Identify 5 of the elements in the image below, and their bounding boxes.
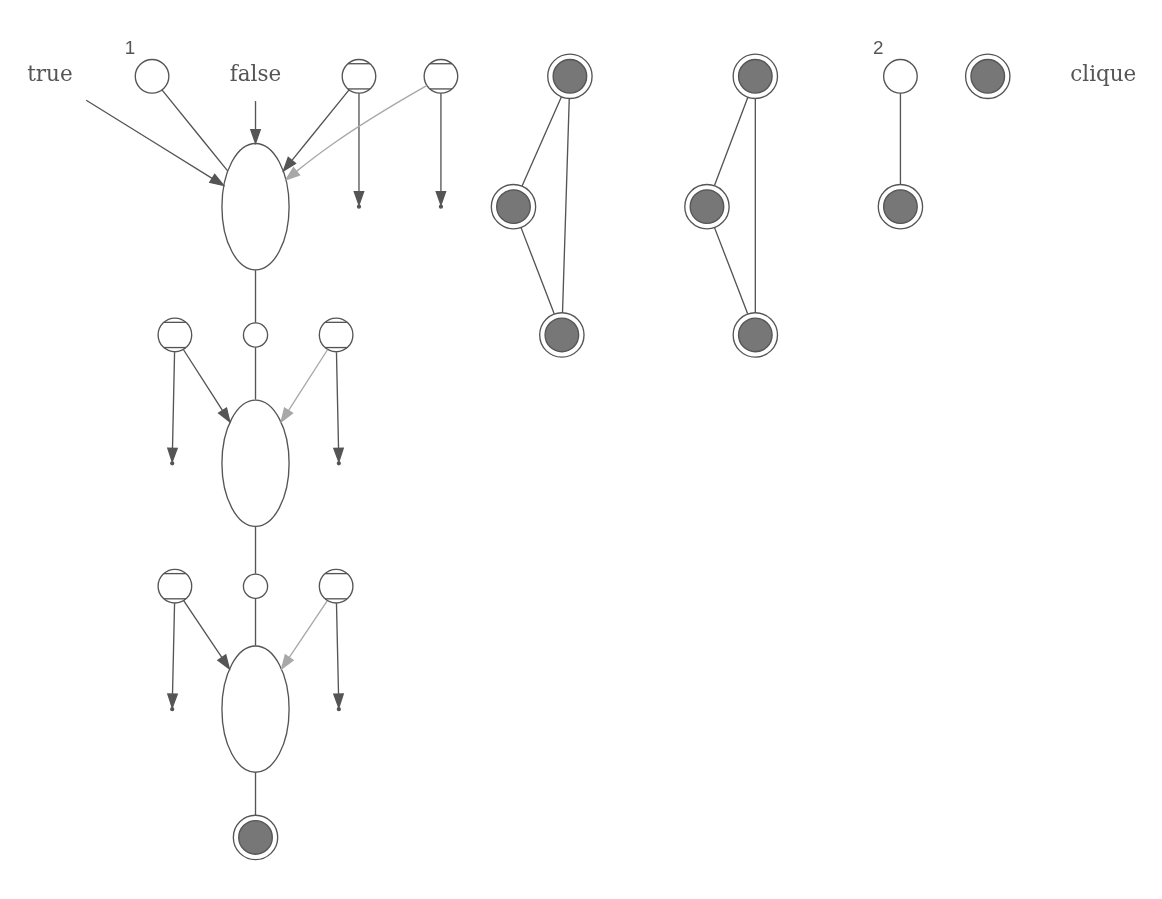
- node-label: 1: [124, 37, 136, 59]
- node-label: 2: [873, 37, 884, 59]
- legend-label: clique: [1070, 61, 1137, 87]
- node-text: false: [229, 61, 282, 87]
- node-text: true: [27, 61, 73, 87]
